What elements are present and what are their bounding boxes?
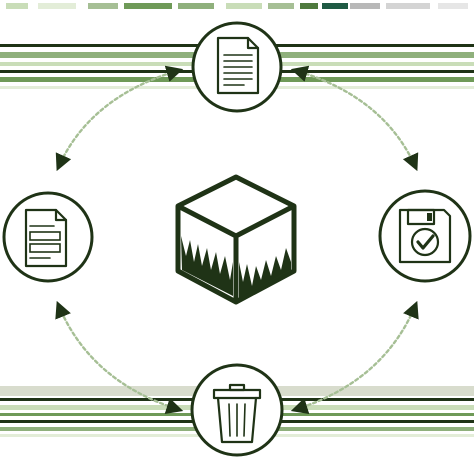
floppy-disk-check-icon [398,208,452,264]
document-icon [216,36,260,95]
form-document-icon [24,208,68,268]
node-top [191,21,283,113]
flow-arrow-top-to-right [290,65,419,172]
flow-arrow-bottom-to-left [55,300,184,415]
node-bottom [190,363,284,457]
flow-arrow-right-to-bottom [290,300,419,415]
node-left [2,191,94,283]
center-cube-icon [175,174,297,305]
node-right [378,189,472,283]
flow-arrow-left-to-top [55,65,184,172]
flow-arrows [55,65,419,415]
trash-can-icon [212,383,262,444]
top-color-strip [0,2,474,10]
